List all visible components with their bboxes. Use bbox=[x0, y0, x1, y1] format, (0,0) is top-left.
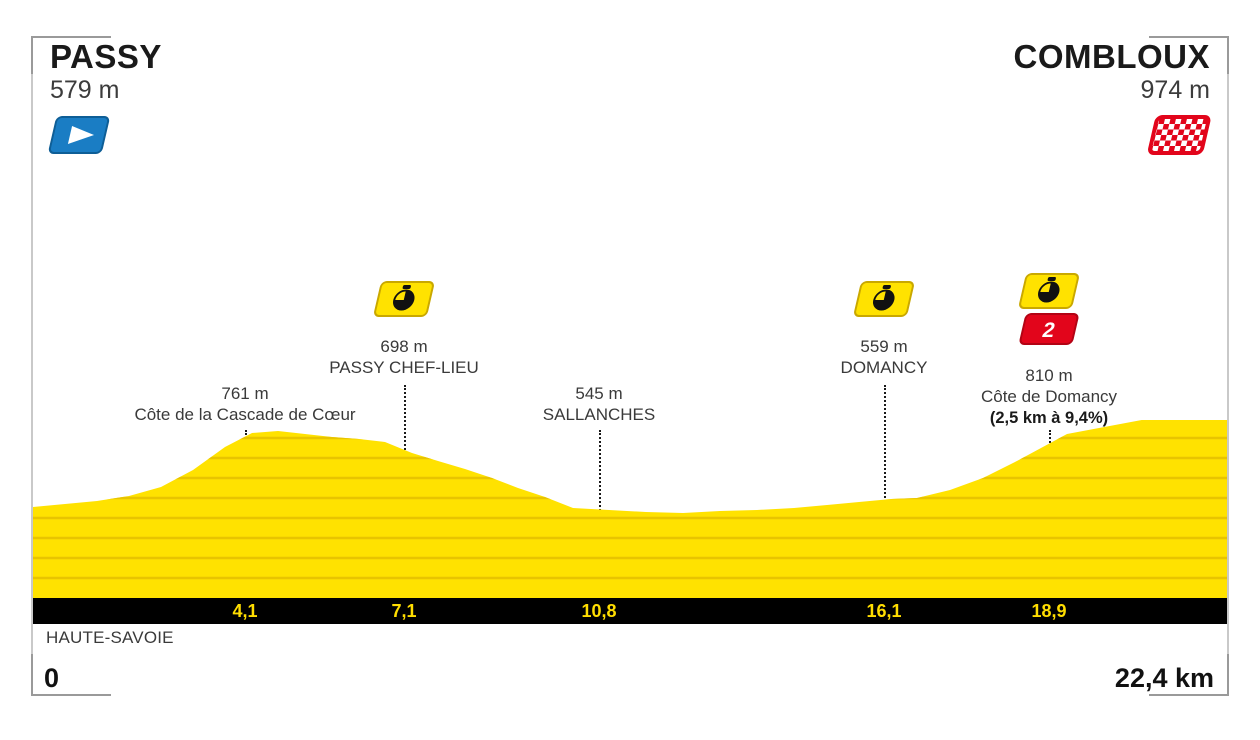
km-tick-label: 4,1 bbox=[232, 601, 258, 621]
stage-finish-marker: COMBLOUX 974 m bbox=[1014, 40, 1211, 159]
climb-category-number: 2 bbox=[1040, 318, 1057, 342]
start-flag-container bbox=[48, 113, 162, 159]
poi-name: DOMANCY bbox=[840, 358, 928, 378]
departure-flag-icon bbox=[45, 113, 115, 157]
km-tick-label: 18,9 bbox=[1031, 601, 1067, 621]
frame-corner-bottom-right bbox=[1149, 654, 1229, 696]
flags-cote-de-domancy: 2 bbox=[1019, 272, 1079, 346]
leader-line-domancy bbox=[884, 385, 886, 598]
flags-domancy bbox=[854, 280, 914, 318]
poi-detail: (2,5 km à 9,4%) bbox=[989, 408, 1109, 427]
elevation-profile-svg bbox=[33, 420, 1227, 598]
finish-city-name: COMBLOUX bbox=[1013, 38, 1210, 75]
finish-altitude: 974 m bbox=[1140, 75, 1210, 104]
frame-corner-top-left bbox=[31, 36, 111, 74]
finish-flag-container bbox=[1014, 113, 1211, 159]
frame-left-rule bbox=[31, 36, 33, 696]
climb-category-flag-icon: 2 bbox=[1017, 312, 1081, 346]
flags-passy-chef-lieu bbox=[374, 280, 434, 318]
poi-name: SALLANCHES bbox=[542, 405, 656, 425]
poi-label-cote-cascade-de-coeur: 761 m Côte de la Cascade de Cœur bbox=[134, 383, 355, 426]
poi-altitude: 810 m bbox=[1025, 366, 1073, 385]
km-tick-label: 10,8 bbox=[581, 601, 617, 621]
start-altitude: 579 m bbox=[50, 75, 120, 104]
poi-altitude: 698 m bbox=[380, 337, 428, 356]
distance-total-label: 22,4 km bbox=[1114, 663, 1214, 693]
distance-start-label: 0 bbox=[44, 663, 60, 693]
time-check-flag-icon bbox=[852, 280, 917, 318]
poi-label-cote-de-domancy: 810 m Côte de Domancy (2,5 km à 9,4%) bbox=[981, 365, 1117, 428]
poi-altitude: 545 m bbox=[575, 384, 623, 403]
checkered-finish-flag-icon bbox=[1145, 113, 1216, 159]
stage-start-marker: PASSY 579 m bbox=[48, 38, 162, 159]
poi-label-passy-chef-lieu: 698 m PASSY CHEF-LIEU bbox=[329, 336, 479, 379]
poi-name: PASSY CHEF-LIEU bbox=[329, 358, 479, 378]
km-tick-label: 16,1 bbox=[866, 601, 902, 621]
kilometre-axis-bar: 4,1 7,1 10,8 16,1 18,9 bbox=[33, 598, 1227, 624]
time-check-flag-icon bbox=[372, 280, 437, 318]
frame-corner-bottom-left bbox=[31, 654, 111, 696]
poi-altitude: 559 m bbox=[860, 337, 908, 356]
frame-right-rule bbox=[1227, 36, 1229, 696]
poi-name: Côte de la Cascade de Cœur bbox=[134, 405, 356, 425]
poi-label-domancy: 559 m DOMANCY bbox=[841, 336, 928, 379]
km-tick-label: 7,1 bbox=[391, 601, 417, 621]
poi-name: Côte de Domancy bbox=[980, 387, 1118, 407]
region-label: HAUTE-SAVOIE bbox=[46, 628, 174, 647]
start-city-name: PASSY bbox=[50, 38, 162, 75]
poi-altitude: 761 m bbox=[221, 384, 269, 403]
elevation-fill bbox=[33, 420, 1227, 598]
time-check-flag-icon bbox=[1017, 272, 1082, 310]
frame-corner-top-right bbox=[1149, 36, 1229, 74]
poi-label-sallanches: 545 m SALLANCHES bbox=[543, 383, 655, 426]
elevation-profile-area bbox=[33, 420, 1227, 598]
